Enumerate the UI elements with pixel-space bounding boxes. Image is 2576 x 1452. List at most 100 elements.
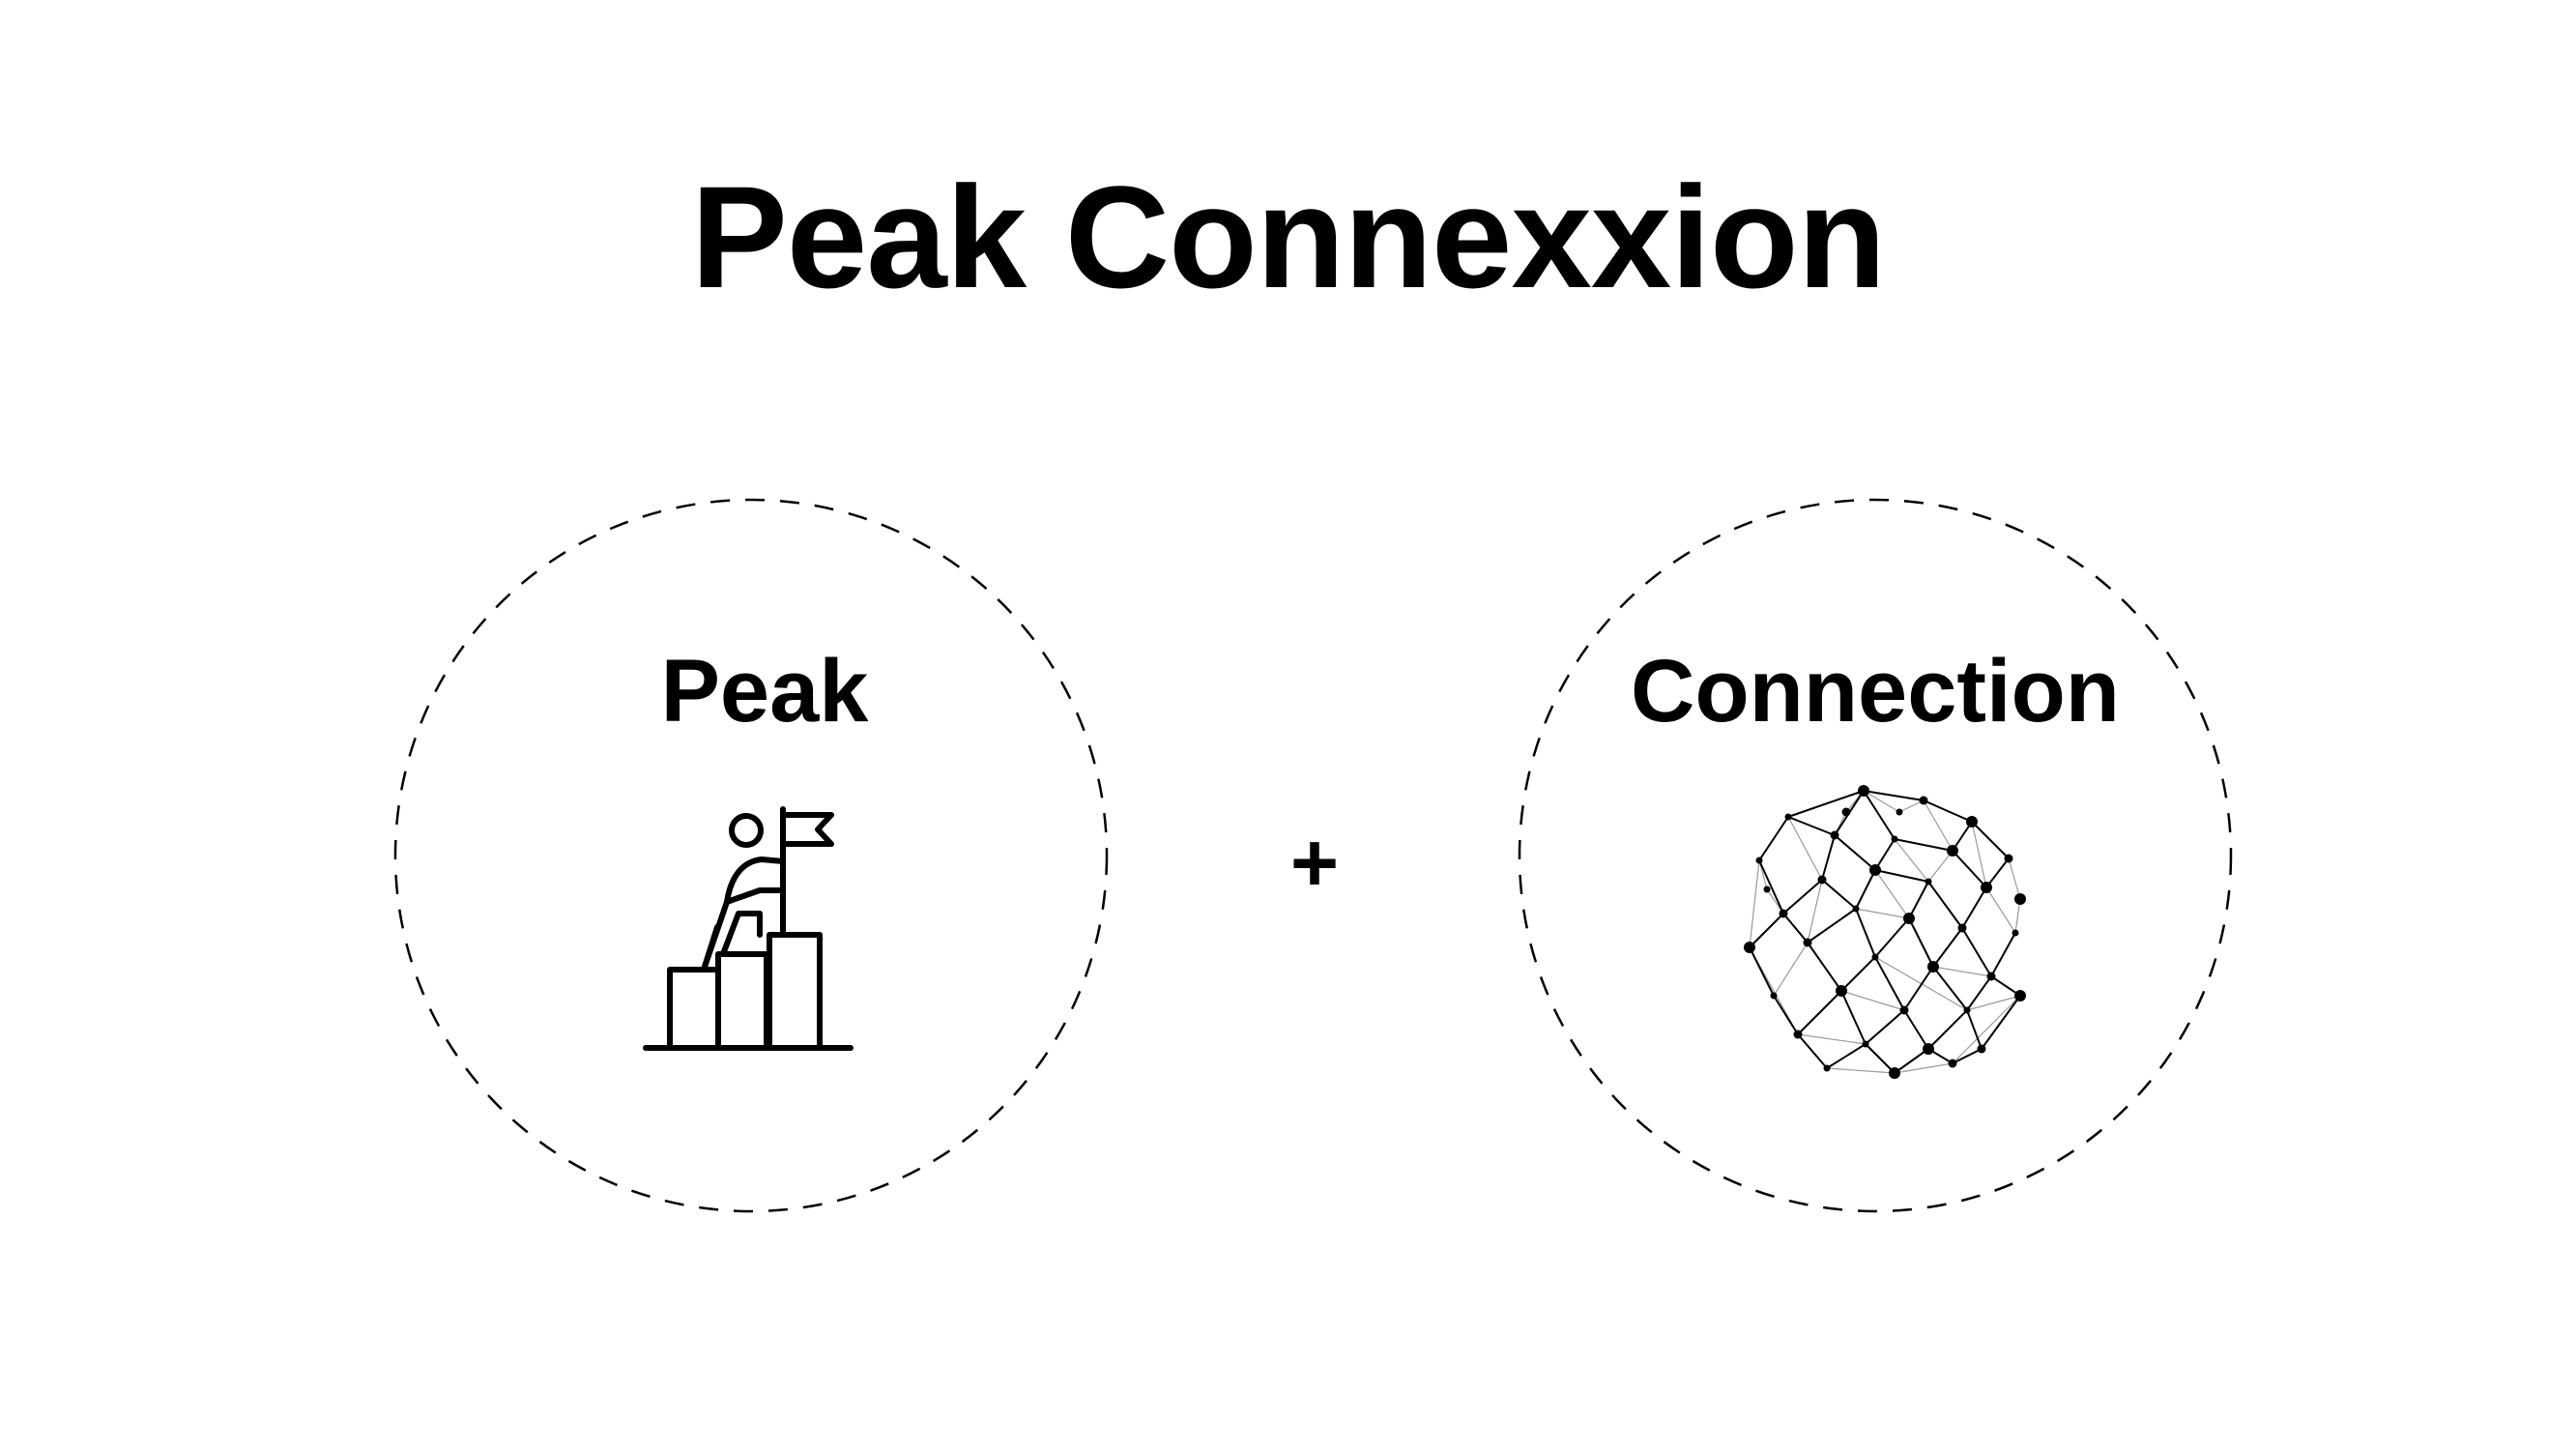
network-edge [1932,927,1963,968]
network-edge [1840,990,1867,1045]
network-edge [1855,908,1910,919]
network-edge [1874,917,1910,958]
network-node [1784,813,1792,821]
network-edge [1840,990,1905,1011]
network-node [1963,1006,1971,1014]
network-edge [1903,966,1934,1011]
network-edge [1990,932,2016,977]
network-edge [1894,838,1954,852]
network-node [1927,961,1939,973]
network-edge [1966,995,2021,1011]
peak-label: Peak [660,642,869,741]
network-node [1986,972,1996,981]
network-edge [1874,869,1929,883]
network-node [1899,1005,1909,1015]
network-edge [1961,886,1987,929]
network-node [1793,1030,1803,1039]
network-node [1923,1043,1934,1055]
network-node [1896,808,1903,816]
network-node [1744,942,1755,953]
network-node [2012,929,2019,937]
network-edge [1932,966,1992,977]
network-node [1869,864,1881,876]
network-edge [1782,879,1823,915]
network-edge [1874,838,1896,871]
network-edge [1821,879,1857,910]
network-edge [1749,913,1784,948]
network-node [1755,857,1763,864]
network-sphere-icon [1744,785,2026,1079]
network-edge [1865,1009,1905,1045]
network-node [2004,854,2013,863]
network-edge [1985,886,2016,934]
network-edge [2008,857,2021,900]
network-edge [1927,850,1954,883]
page-title: Peak Connexxion [690,156,1886,318]
network-node [1817,875,1827,885]
network-edge [1797,1033,1867,1045]
network-edge [1908,917,1934,968]
network-node [1862,1040,1869,1048]
network-edge [1966,975,1992,1011]
network-node [1966,816,1978,828]
network-edge [1894,838,1929,883]
network-node [2014,893,2026,905]
network-node [1925,878,1932,886]
network-edge [1749,859,1760,948]
connection-label: Connection [1631,642,2120,741]
network-edge [1773,942,1809,997]
connection-dashed-circle [1518,498,2233,1213]
network-edge [1807,942,1842,992]
network-node [1981,882,1992,893]
network-node [1836,985,1847,997]
network-edge [1840,956,1876,992]
network-edge [1923,799,1954,852]
network-node [1947,845,1958,857]
network-edge [1826,1043,1867,1069]
network-edge [1865,1043,1896,1074]
network-edge [1874,869,1910,919]
network-edge [1952,850,1987,888]
network-edge [1834,834,1876,871]
network-edge [1894,1062,1954,1074]
network-node [1770,992,1778,1000]
network-edge [1990,975,2021,997]
network-edge [1855,908,1876,958]
network-edge [1797,990,1842,1035]
network-edge [1826,1067,1896,1074]
network-edge [1952,995,2021,1064]
network-edge [1985,857,2010,888]
network-edge [1908,881,1929,919]
network-edge [1874,956,1905,1011]
network-node [1858,785,1869,797]
network-edge [1782,913,1809,944]
network-node [1779,909,1788,918]
network-edge [1787,790,1865,818]
network-edge [1894,1048,1929,1074]
network-node [1852,905,1860,913]
network-edge [1797,1033,1828,1069]
network-node [1957,923,1967,933]
network-edge [1863,790,1896,840]
network-node [1889,1067,1900,1079]
peak-dashed-circle [393,498,1109,1213]
network-node [1763,886,1771,893]
network-node [1803,938,1812,947]
network-edge [1966,1009,1983,1050]
network-node [1823,1064,1831,1072]
network-edge [1927,1009,1968,1050]
network-node [1841,807,1851,817]
network-edge [1787,816,1823,881]
network-edge [1898,799,1925,813]
network-node [1891,835,1898,843]
network-edge [1821,834,1836,881]
network-edge [1927,881,1963,929]
network-node [1919,796,1928,805]
network-edge [1787,816,1836,836]
network-edge [1903,1009,1929,1050]
network-node [1830,830,1839,840]
network-node [1871,953,1879,961]
climber-flag-icon [643,806,854,1051]
network-edge [1758,816,1789,861]
network-node [1948,1059,1957,1068]
